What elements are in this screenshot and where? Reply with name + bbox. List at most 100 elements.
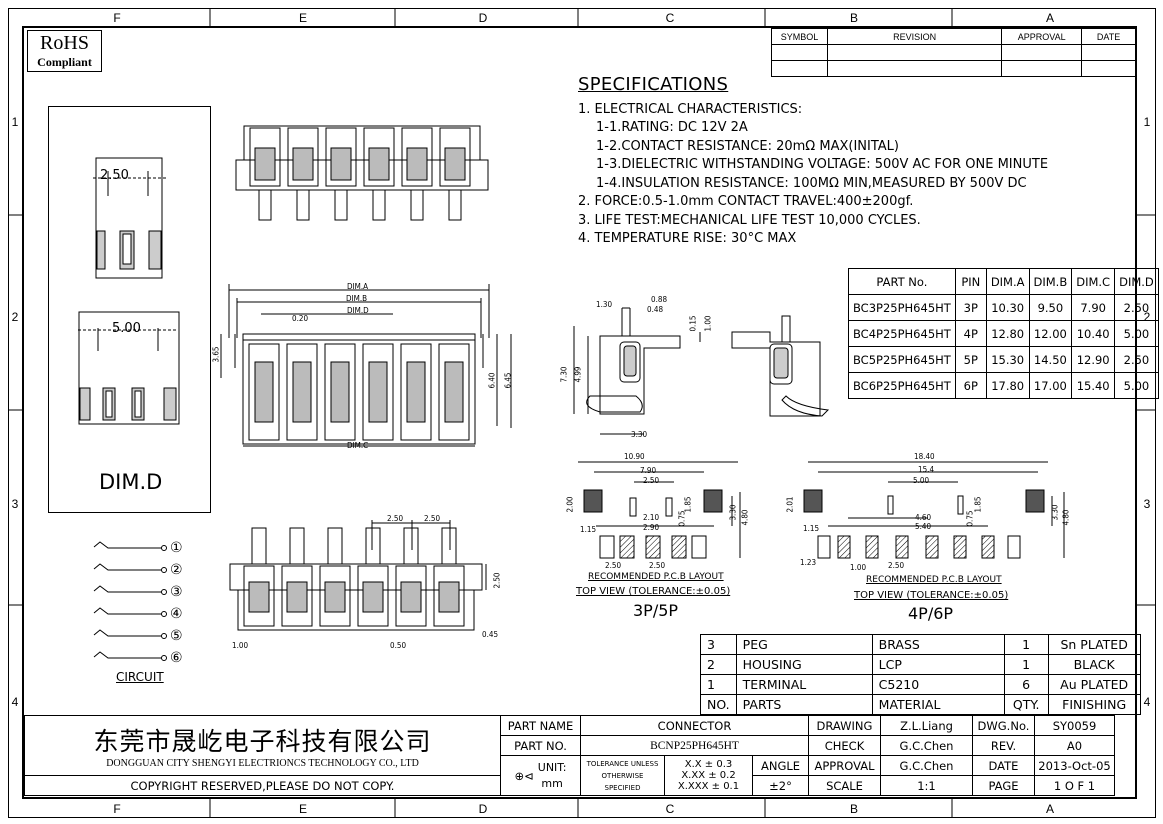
- part-header: DIM.C: [1071, 268, 1116, 295]
- dim-pcb-r-1-23: 1.23: [800, 558, 817, 567]
- bom-cell: 1: [1003, 654, 1049, 675]
- part-header: PIN: [954, 268, 987, 295]
- drawing-label: DRAWING: [808, 715, 881, 736]
- part-no-label: PART NO.: [500, 735, 581, 756]
- dim-side-0-88: 0.88: [651, 295, 668, 304]
- table-row: BC4P25PH645HT 4P 12.80 12.00 10.40 5.00: [848, 320, 1159, 347]
- connector-top-view: [235, 125, 489, 221]
- zone-row-4-right: 4: [1143, 695, 1151, 709]
- table-row: NO. PARTS MATERIAL QTY. FINISHING: [700, 694, 1141, 715]
- pcb-layout-left-variant: 3P/5P: [633, 601, 679, 620]
- bottom-pin-leg: [289, 527, 305, 565]
- part-cell: 6P: [954, 372, 987, 399]
- dim-pcb-r-4-80: 4.80: [1061, 509, 1071, 526]
- front-pin-cell: [286, 343, 318, 441]
- dim-pcb-l-2-90: 2.90: [643, 523, 660, 532]
- dim-side-3-30: 3.30: [631, 430, 648, 439]
- scale-value: 1:1: [880, 775, 973, 796]
- part-cell: 12.90: [1071, 346, 1116, 373]
- part-cell: 15.30: [985, 346, 1030, 373]
- bottom-pin-cell: [433, 565, 465, 627]
- zone-col-f-bottom: F: [113, 802, 121, 816]
- bottom-pin-leg: [441, 527, 457, 565]
- zone-row-1-right: 1: [1143, 115, 1151, 129]
- zone-col-f-top: F: [113, 11, 121, 25]
- zone-col-b-top: B: [849, 11, 858, 25]
- circuit-switch: [93, 585, 162, 593]
- bottom-pin-cell: [281, 565, 313, 627]
- zone-col-e-bottom: E: [298, 802, 307, 816]
- bottom-pin-contact: [324, 581, 346, 613]
- table-row: 2 HOUSING LCP 1 BLACK: [700, 654, 1141, 675]
- spec-title: SPECIFICATIONS: [578, 74, 729, 95]
- part-number-table: PART No. PIN DIM.A DIM.B DIM.C DIM.D BC3…: [848, 268, 1159, 399]
- dim-d-title: DIM.D: [99, 470, 163, 494]
- bottom-pin-contact: [362, 581, 384, 613]
- circuit-label: CIRCUIT: [116, 670, 164, 684]
- dim-3-65: 3.65: [211, 346, 221, 363]
- spec-line: 4. TEMPERATURE RISE: 30°C MAX: [578, 231, 797, 246]
- dwg-no-value: SY0059: [1034, 715, 1115, 736]
- angle-label: ANGLE: [752, 755, 809, 776]
- dim-side-1-30: 1.30: [596, 300, 613, 309]
- date-label: DATE: [972, 755, 1035, 776]
- pin-cell: [325, 127, 357, 187]
- circuit-pin-4: ④: [170, 606, 183, 622]
- bom-cell: 1: [700, 674, 737, 695]
- spec-line: 3. LIFE TEST:MECHANICAL LIFE TEST 10,000…: [578, 212, 921, 228]
- approval-label: APPROVAL: [808, 755, 881, 776]
- dim-pcb-l-2-50b: 2.50: [605, 561, 622, 570]
- pcb-layout-3p5p-drawing: [578, 461, 741, 559]
- front-pin-cell: [324, 343, 356, 441]
- front-pin-contact: [254, 361, 274, 423]
- part-cell: 14.50: [1028, 346, 1073, 373]
- dim-pcb-l-4-80: 4.80: [740, 509, 750, 526]
- part-name-label: PART NAME: [500, 715, 581, 736]
- dim-pcb-r-5-00: 5.00: [913, 476, 930, 485]
- dim-pcb-l-0-75: 0.75: [677, 510, 687, 527]
- bottom-pin-contact: [248, 581, 270, 613]
- zone-row-2-left: 2: [11, 310, 19, 324]
- part-cell: 12.80: [985, 320, 1030, 347]
- pin-leg: [448, 189, 462, 221]
- part-cell: 4P: [954, 320, 987, 347]
- pin-cell: [249, 127, 281, 187]
- bottom-pin-cell: [243, 565, 275, 627]
- front-pin-cell: [438, 343, 470, 441]
- spec-line: 1. ELECTRICAL CHARACTERISTICS:: [578, 101, 803, 117]
- bom-cell: Au PLATED: [1047, 674, 1141, 695]
- zone-row-1-left: 1: [11, 115, 19, 129]
- circuit-switch: [93, 541, 162, 549]
- zone-col-a-bottom: A: [1045, 802, 1054, 816]
- scale-label: SCALE: [808, 775, 881, 796]
- rev-header-date: DATE: [1081, 28, 1136, 45]
- bom-cell: Sn PLATED: [1047, 634, 1141, 655]
- pin-contact: [292, 147, 314, 181]
- connector-front-view: [220, 284, 512, 447]
- check-value: G.C.Chen: [880, 735, 973, 756]
- connector-bottom-view: [229, 520, 487, 631]
- pcb-layout-left-title: RECOMMENDED P.C.B LAYOUT: [588, 572, 724, 582]
- connector-side-views: [573, 307, 830, 435]
- zone-col-e-top: E: [298, 11, 307, 25]
- dim-d-detail-drawing: [48, 106, 211, 513]
- table-row: 3 PEG BRASS 1 Sn PLATED: [700, 634, 1141, 655]
- bottom-pin-cell: [319, 565, 351, 627]
- circuit-node: [161, 633, 167, 639]
- bom-cell: BRASS: [871, 634, 1005, 655]
- bom-cell: TERMINAL: [735, 674, 873, 695]
- table-row: BC5P25PH645HT 5P 15.30 14.50 12.90 2.50: [848, 346, 1159, 373]
- zone-col-c-bottom: C: [665, 802, 675, 816]
- spec-line: 1-1.RATING: DC 12V 2A: [596, 120, 748, 135]
- front-pin-contact: [292, 361, 312, 423]
- angle-value: ±2°: [752, 775, 809, 796]
- circuit-switch: [93, 629, 162, 637]
- rev-header-approval: APPROVAL: [1001, 28, 1083, 45]
- spec-line: 1-4.INSULATION RESISTANCE: 100MΩ MIN,MEA…: [596, 175, 1027, 191]
- bom-cell: PEG: [735, 634, 873, 655]
- circuit-node: [161, 655, 167, 661]
- spec-line: 2. FORCE:0.5-1.0mm CONTACT TRAVEL:400±20…: [578, 194, 914, 209]
- pin-leg: [372, 189, 386, 221]
- zone-col-c-top: C: [665, 11, 675, 25]
- pin-cell: [401, 127, 433, 187]
